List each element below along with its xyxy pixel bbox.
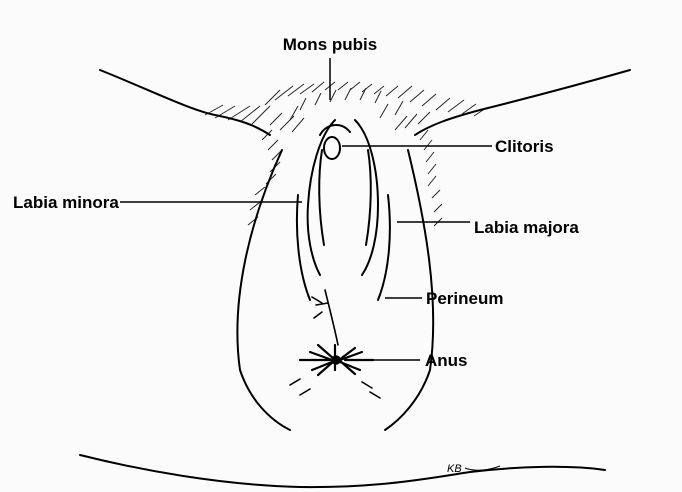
label-mons-pubis: Mons pubis: [283, 35, 377, 54]
left-labia-minora: [308, 120, 335, 275]
left-labia-majora-outline: [237, 150, 290, 430]
pubic-hair-hatching: [205, 82, 486, 226]
anus-center: [332, 356, 340, 364]
label-clitoris: Clitoris: [495, 137, 554, 156]
artist-signature: KB: [447, 463, 500, 475]
clitoris-glans: [324, 137, 340, 159]
perineal-line: [325, 290, 338, 345]
leader-lines: [120, 58, 492, 360]
left-inner-fold: [319, 150, 324, 245]
right-labia-minora: [355, 120, 378, 275]
buttock-contour: [80, 455, 605, 487]
right-outer-fold: [378, 195, 390, 300]
body-outline: [80, 70, 630, 487]
label-anus: Anus: [425, 351, 468, 370]
right-inner-fold: [366, 150, 371, 245]
left-groin-line: [100, 70, 270, 135]
right-groin-line: [415, 70, 630, 135]
perineum-and-anus: [290, 290, 380, 398]
label-labia-majora: Labia majora: [474, 218, 579, 237]
label-perineum: Perineum: [426, 289, 503, 308]
vulva-structures: [297, 120, 390, 300]
label-labia-minora: Labia minora: [13, 193, 119, 212]
signature-text: KB: [447, 463, 462, 475]
